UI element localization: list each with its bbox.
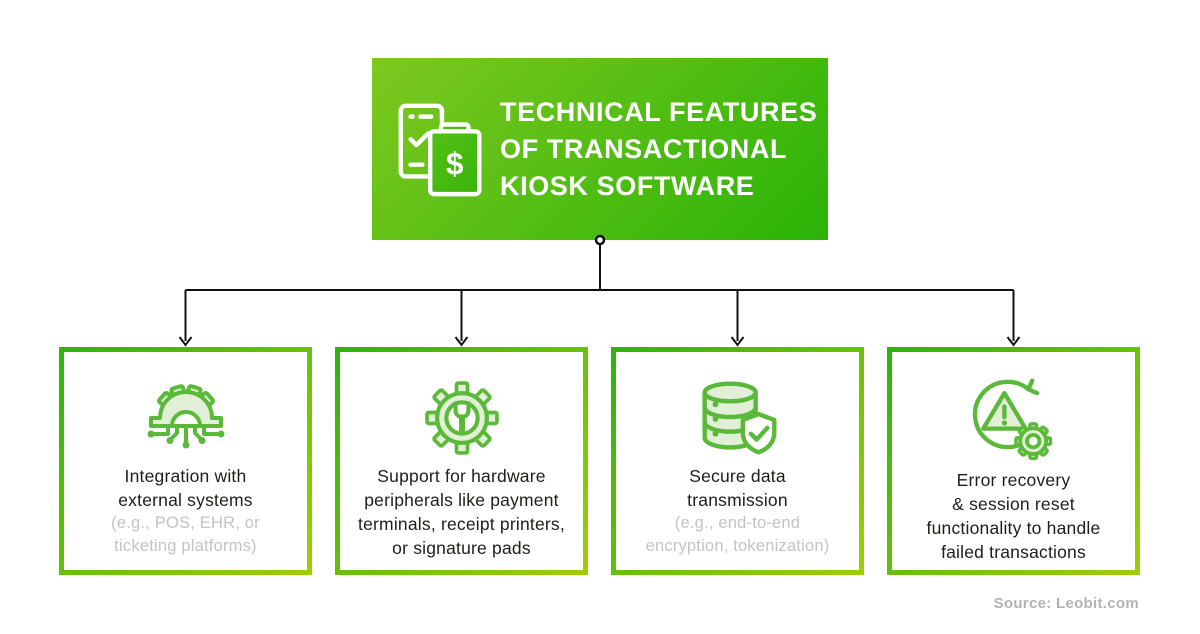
feature-card-text: Support for hardware peripherals like pa… <box>358 464 565 582</box>
feature-subtitle: (e.g., end-to-end encryption, tokenizati… <box>645 514 830 555</box>
feature-card-inner: Integration with external systems (e.g.,… <box>64 352 307 570</box>
feature-title: Integration with external systems <box>118 466 253 510</box>
svg-text:$: $ <box>446 147 463 182</box>
integration-circuit-icon <box>136 372 236 464</box>
source-attribution: Source: Leobit.com <box>993 595 1139 612</box>
feature-card-text: Error recovery & session reset functiona… <box>927 468 1101 586</box>
feature-card-hardware: Support for hardware peripherals like pa… <box>335 347 588 575</box>
feature-subtitle: (e.g., POS, EHR, or ticketing platforms) <box>111 514 260 555</box>
database-shield-icon <box>689 372 787 464</box>
feature-title: Secure data transmission <box>687 466 788 510</box>
feature-card-integration: Integration with external systems (e.g.,… <box>59 347 312 575</box>
feature-title: Support for hardware peripherals like pa… <box>358 466 565 558</box>
page-title: TECHNICAL FEATURES OF TRANSACTIONAL KIOS… <box>500 96 818 201</box>
header-banner: $ TECHNICAL FEATURES OF TRANSACTIONAL KI… <box>372 58 828 240</box>
feature-card-inner: Error recovery & session reset functiona… <box>892 352 1135 570</box>
feature-card-security: Secure data transmission (e.g., end-to-e… <box>611 347 864 575</box>
feature-card-inner: Secure data transmission (e.g., end-to-e… <box>616 352 859 570</box>
feature-card-error-recovery: Error recovery & session reset functiona… <box>887 347 1140 575</box>
feature-title: Error recovery & session reset functiona… <box>926 470 1101 562</box>
feature-card-text: Secure data transmission (e.g., end-to-e… <box>646 464 830 580</box>
kiosk-payment-receipt-icon: $ <box>398 103 482 197</box>
error-recovery-gear-icon <box>960 372 1068 468</box>
gear-wrench-icon <box>416 372 508 464</box>
feature-card-inner: Support for hardware peripherals like pa… <box>340 352 583 570</box>
feature-card-text: Integration with external systems (e.g.,… <box>111 464 260 580</box>
